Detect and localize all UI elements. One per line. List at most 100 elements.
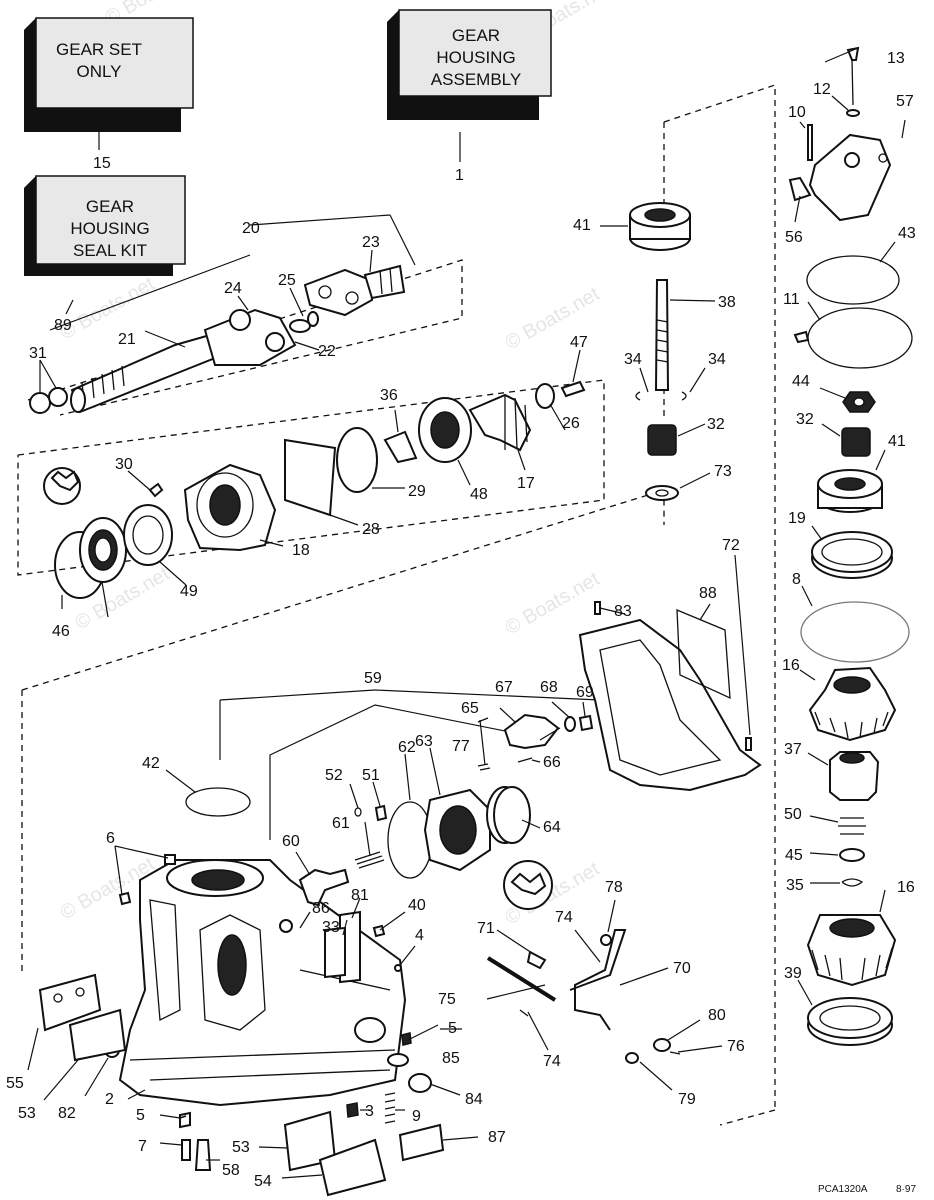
part-label: 69 <box>576 684 594 701</box>
part-label: 65 <box>461 700 479 717</box>
part-label: 20 <box>242 220 260 237</box>
gear-set-box: GEAR SET ONLY <box>24 17 194 132</box>
part-label: 30 <box>115 456 133 473</box>
part-label: 59 <box>364 670 382 687</box>
part-label: 33 <box>322 919 340 936</box>
part-label: 73 <box>714 463 732 480</box>
part-label: 41 <box>573 217 591 234</box>
part-label: 86 <box>312 900 330 917</box>
part-label: 70 <box>673 960 691 977</box>
part-label: 85 <box>442 1050 460 1067</box>
box-leaders <box>65 132 461 315</box>
part-label: 52 <box>325 767 343 784</box>
right-column-parts <box>788 46 913 1046</box>
part-label: 84 <box>465 1091 483 1108</box>
gear-housing-assembly-box: GEAR HOUSING ASSEMBLY <box>387 9 552 120</box>
part-label: 32 <box>707 416 725 433</box>
part-label: 21 <box>118 331 136 348</box>
part-label: 83 <box>614 603 632 620</box>
part-label: 36 <box>380 387 398 404</box>
part-label: 35 <box>786 877 804 894</box>
box-line: ASSEMBLY <box>431 70 521 89</box>
part-label: 1 <box>455 167 464 184</box>
part-label: 46 <box>52 623 70 640</box>
part-label: 68 <box>540 679 558 696</box>
part-label: 38 <box>718 294 736 311</box>
part-label: 53 <box>232 1139 250 1156</box>
part-label: 10 <box>788 104 806 121</box>
part-label: 31 <box>29 345 47 362</box>
cover-plate <box>578 601 762 792</box>
part-label: 74 <box>543 1053 561 1070</box>
part-label: 44 <box>792 373 810 390</box>
part-label: 50 <box>784 806 802 823</box>
part-label: 79 <box>678 1091 696 1108</box>
part-label: 89 <box>54 317 72 334</box>
part-label: 80 <box>708 1007 726 1024</box>
part-label: 26 <box>562 415 580 432</box>
part-label: 12 <box>813 81 831 98</box>
part-number-labels: 1 2 3 4 5 5 5 6 8 7 9 10 11 12 13 15 16 … <box>6 50 916 1190</box>
part-label: 51 <box>362 767 380 784</box>
part-label: 71 <box>477 920 495 937</box>
box-line: GEAR <box>86 197 134 216</box>
watermarks: © Boats.net © Boats.net © Boats.net © Bo… <box>57 0 614 929</box>
part-label: 6 <box>106 830 115 847</box>
part-label: 32 <box>796 411 814 428</box>
part-label: 34 <box>624 351 642 368</box>
part-label: 77 <box>452 738 470 755</box>
part-label: 3 <box>365 1103 374 1120</box>
part-label: 48 <box>470 486 488 503</box>
box-line: GEAR SET <box>56 40 142 59</box>
leader-lines <box>27 47 906 1179</box>
part-label: 55 <box>6 1075 24 1092</box>
part-label: 67 <box>495 679 513 696</box>
shift-linkage <box>486 929 681 1064</box>
part-label: 75 <box>438 991 456 1008</box>
part-label: 4 <box>415 927 424 944</box>
part-label: 81 <box>351 887 369 904</box>
part-label: 23 <box>362 234 380 251</box>
part-label: 63 <box>415 733 433 750</box>
part-label: 54 <box>254 1173 272 1190</box>
drawing-code: PCA1320A <box>818 1184 868 1195</box>
part-label: 39 <box>784 965 802 982</box>
part-label: 24 <box>224 280 242 297</box>
part-label: 25 <box>278 272 296 289</box>
part-label: 37 <box>784 741 802 758</box>
part-label: 64 <box>543 819 561 836</box>
part-label: 16 <box>782 657 800 674</box>
part-label: 42 <box>142 755 160 772</box>
part-label: 53 <box>18 1105 36 1122</box>
drawing-date: 8·97 <box>896 1184 916 1195</box>
drive-shaft-assembly <box>29 264 406 414</box>
part-label: 2 <box>105 1091 114 1108</box>
part-label: 29 <box>408 483 426 500</box>
part-label: 57 <box>896 93 914 110</box>
part-label: 87 <box>488 1129 506 1146</box>
part-label: 49 <box>180 583 198 600</box>
box-line: ONLY <box>76 62 121 81</box>
seal-kit-box: GEAR HOUSING SEAL KIT <box>24 175 186 276</box>
bottom-parts <box>38 973 445 1197</box>
bearing-housing-group <box>43 380 586 599</box>
part-label: 56 <box>785 229 803 246</box>
part-label: 34 <box>708 351 726 368</box>
part-label: 7 <box>138 1138 147 1155</box>
part-label: 13 <box>887 50 905 67</box>
part-label: 17 <box>517 475 535 492</box>
part-label: 47 <box>570 334 588 351</box>
part-label: 74 <box>555 909 573 926</box>
part-label: 88 <box>699 585 717 602</box>
box-line: HOUSING <box>436 48 515 67</box>
vertical-shaft-column <box>629 202 691 501</box>
part-label: 58 <box>222 1162 240 1179</box>
part-label: 82 <box>58 1105 76 1122</box>
part-label: 5 <box>448 1020 457 1037</box>
part-label: 61 <box>332 815 350 832</box>
part-label: 76 <box>727 1038 745 1055</box>
watermark: © Boats.net <box>502 283 604 355</box>
part-label: 41 <box>888 433 906 450</box>
part-label: 5 <box>136 1107 145 1124</box>
part-label: 45 <box>785 847 803 864</box>
